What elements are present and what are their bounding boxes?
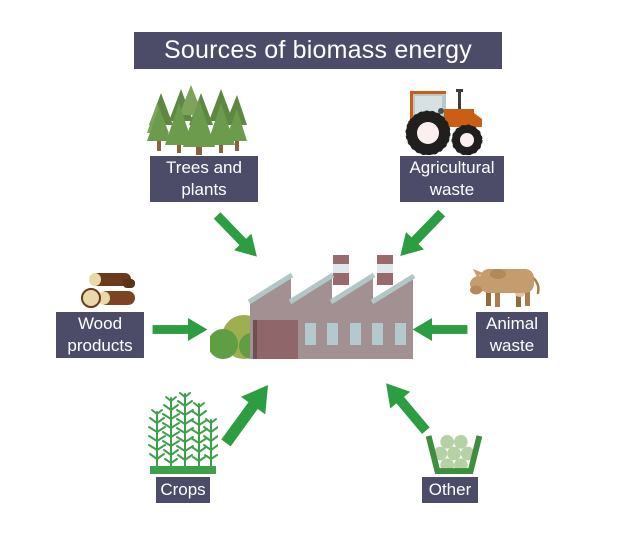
factory-icon xyxy=(210,255,416,359)
factory-door xyxy=(257,320,298,359)
arrow-wood-to-factory xyxy=(152,318,208,341)
source-label-crops: Crops xyxy=(156,477,210,503)
arrow-other-to-factory xyxy=(386,383,430,434)
label-line: Trees and xyxy=(166,158,242,178)
page-title: Sources of biomass energy xyxy=(134,32,502,69)
source-label-other: Other xyxy=(422,477,478,503)
wood-logs-icon xyxy=(81,273,135,308)
source-label-animal: Animal waste xyxy=(476,312,548,358)
arrow-agricultural-to-factory xyxy=(400,209,446,256)
arrow-crops-to-factory xyxy=(221,385,269,447)
factory-windows xyxy=(305,323,406,345)
arrow-animal-to-factory xyxy=(412,318,468,341)
label-line: plants xyxy=(181,180,227,199)
label-line: Wood xyxy=(77,314,123,334)
label-line: Crops xyxy=(160,480,206,500)
source-label-agricultural: Agricultural waste xyxy=(400,156,504,202)
label-line: waste xyxy=(489,336,535,355)
label-line: Agricultural xyxy=(409,158,495,178)
pine-trees-icon xyxy=(147,85,247,155)
label-line: waste xyxy=(429,180,475,199)
source-label-trees: Trees and plants xyxy=(150,156,258,202)
label-line: products xyxy=(67,336,133,355)
waste-basket-icon xyxy=(425,434,483,475)
source-label-wood: Wood products xyxy=(56,312,144,358)
label-line: Other xyxy=(428,480,472,500)
arrow-trees-to-factory xyxy=(213,212,257,257)
corn-crops-icon xyxy=(148,392,218,474)
tractor-icon xyxy=(405,89,483,155)
bush-front xyxy=(210,329,238,359)
cow-icon xyxy=(470,269,540,307)
label-line: Animal xyxy=(486,314,538,334)
